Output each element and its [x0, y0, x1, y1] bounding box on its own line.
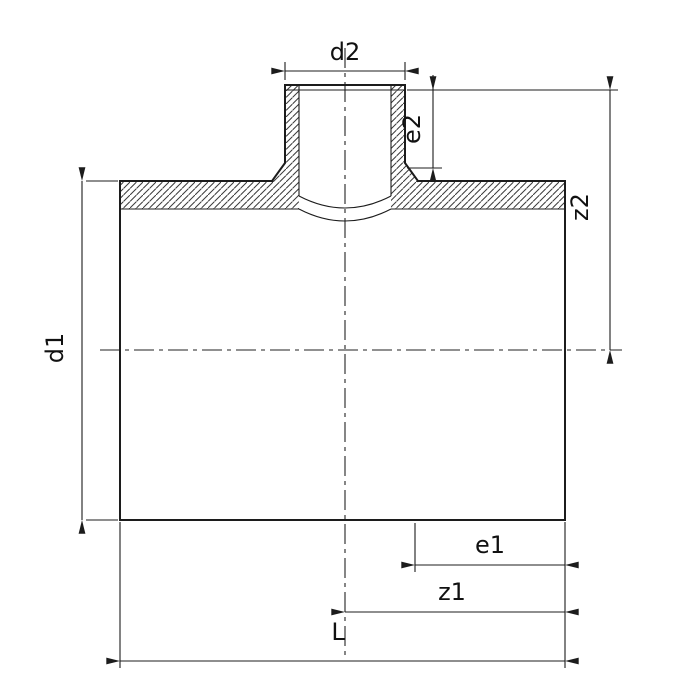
dim-label-d2: d2 [330, 38, 361, 66]
branch-wall-hatch-right [391, 85, 405, 181]
centerlines [100, 48, 622, 656]
branch-outlet-geometry [270, 84, 420, 222]
dim-label-d1: d1 [41, 333, 69, 364]
branch-outer-wall-right [404, 84, 420, 183]
dim-label-e2: e2 [398, 114, 426, 144]
dimension-lines [78, 67, 614, 665]
dim-label-z1: z1 [438, 578, 466, 606]
bore-bottom-arc-lower [298, 208, 392, 222]
extension-lines [86, 62, 618, 668]
branch-outer-wall-left [270, 84, 286, 183]
bore-bottom-arc-upper [298, 195, 392, 209]
dimension-labels: d2 e2 z2 d1 e1 z1 L [41, 38, 594, 646]
dim-label-z2: z2 [566, 193, 594, 221]
branch-wall-hatch-left [285, 85, 299, 181]
dim-label-L: L [331, 618, 345, 646]
main-body-geometry [119, 180, 566, 521]
dim-label-e1: e1 [475, 531, 505, 559]
main-wall-hatch-right [391, 181, 565, 209]
main-wall-hatch-left [120, 181, 299, 209]
